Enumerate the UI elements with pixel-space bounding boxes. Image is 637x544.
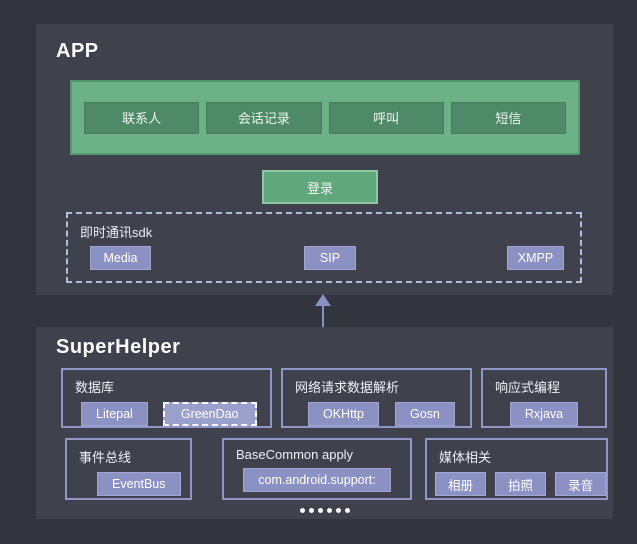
contacts-button[interactable]: 联系人 (84, 101, 200, 134)
album-node[interactable]: 相册 (435, 472, 486, 496)
pagination-dot (299, 508, 305, 513)
group-media-related-items: 相册 拍照 录音 (427, 472, 606, 496)
okhttp-node[interactable]: OKHttp (308, 402, 379, 426)
pagination-dot (335, 508, 341, 513)
pagination-dot (308, 508, 314, 513)
group-database-items: Litepal GreenDao (63, 402, 270, 426)
sip-module-node[interactable]: SIP (304, 246, 356, 270)
pagination-dot (317, 508, 323, 513)
rxjava-node[interactable]: Rxjava (509, 402, 579, 426)
group-network-parsing: 网络请求数据解析 OKHttp Gosn (281, 368, 472, 428)
greendao-node[interactable]: GreenDao (162, 402, 257, 426)
group-basecommon: BaseCommon apply com.android.support: (222, 438, 412, 500)
group-media-related-title: 媒体相关 (439, 450, 492, 465)
group-database-title: 数据库 (75, 380, 115, 395)
sms-button[interactable]: 短信 (450, 101, 566, 134)
group-network-parsing-items: OKHttp Gosn (283, 402, 470, 426)
group-basecommon-title: BaseCommon apply (236, 447, 354, 462)
app-layer-panel: APP 联系人 会话记录 呼叫 短信 登录 即时通讯sdk Media SIP … (36, 24, 613, 295)
conversation-log-button[interactable]: 会话记录 (206, 101, 322, 134)
group-network-parsing-title: 网络请求数据解析 (295, 380, 400, 395)
group-event-bus-title: 事件总线 (79, 450, 132, 465)
group-event-bus-items: EventBus (67, 472, 190, 496)
superhelper-layer-title: SuperHelper (56, 336, 181, 358)
arrow-shaft (322, 305, 324, 327)
group-basecommon-items: com.android.support: (224, 468, 410, 492)
group-reactive-programming-items: Rxjava (483, 402, 605, 426)
group-media-related: 媒体相关 相册 拍照 录音 (425, 438, 608, 500)
eventbus-node[interactable]: EventBus (97, 472, 181, 496)
pagination-dots (36, 508, 613, 513)
record-audio-node[interactable]: 录音 (555, 472, 606, 496)
pagination-dot (344, 508, 350, 513)
im-sdk-title: 即时通讯sdk (80, 225, 153, 240)
superhelper-layer-panel: SuperHelper 数据库 Litepal GreenDao 网络请求数据解… (36, 327, 613, 519)
arrow-up-icon (315, 294, 331, 306)
media-module-node[interactable]: Media (90, 246, 151, 270)
im-sdk-box: 即时通讯sdk Media SIP XMPP (66, 212, 582, 283)
group-database: 数据库 Litepal GreenDao (61, 368, 272, 428)
call-button[interactable]: 呼叫 (328, 101, 444, 134)
litepal-node[interactable]: Litepal (81, 402, 148, 426)
group-reactive-programming: 响应式编程 Rxjava (481, 368, 607, 428)
xmpp-module-node[interactable]: XMPP (507, 246, 564, 270)
pagination-dot (326, 508, 332, 513)
login-button[interactable]: 登录 (262, 170, 378, 204)
take-photo-node[interactable]: 拍照 (495, 472, 546, 496)
app-feature-group: 联系人 会话记录 呼叫 短信 (70, 80, 580, 155)
app-layer-title: APP (56, 40, 99, 62)
group-event-bus: 事件总线 EventBus (65, 438, 192, 500)
android-support-node[interactable]: com.android.support: (243, 468, 391, 492)
gosn-node[interactable]: Gosn (395, 402, 455, 426)
group-reactive-programming-title: 响应式编程 (495, 380, 561, 395)
